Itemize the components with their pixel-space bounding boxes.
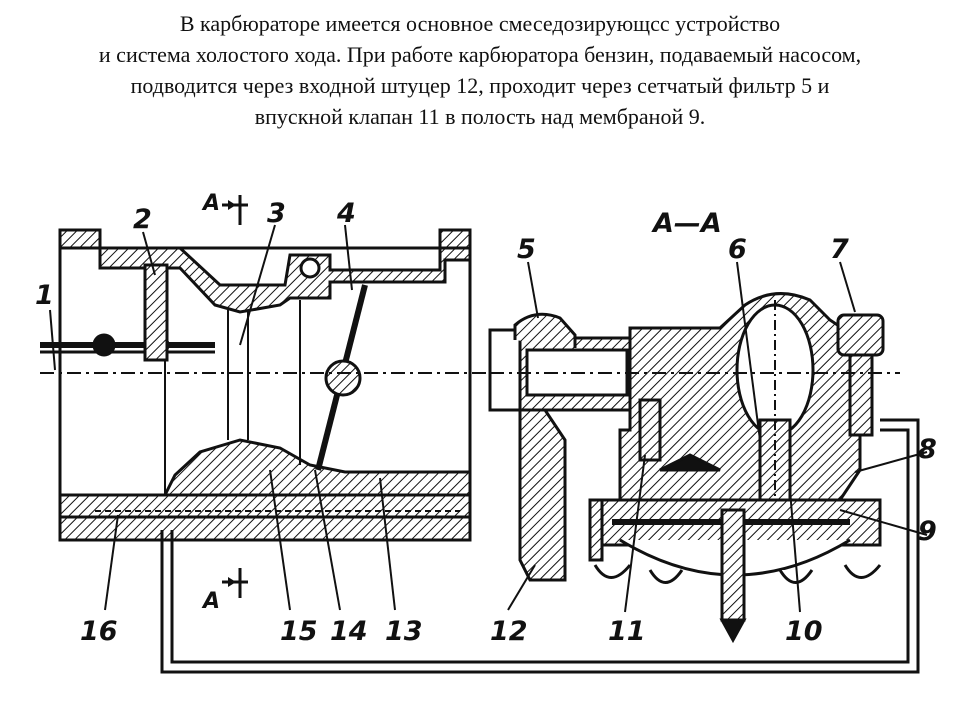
caption-text: В карбюраторе имеется основное смеседози… [0,8,960,132]
section-mark-top: А [201,191,220,216]
label-2: 2 [133,204,152,235]
bottom-base-wall [58,515,472,542]
label-3: 3 [267,198,286,229]
caption-line-4: впускной клапан 11 в полость над мембран… [254,104,706,129]
right-view [488,292,900,644]
section-title: А—А [651,208,722,239]
label-11: 11 [608,616,646,647]
label-13: 13 [385,616,423,647]
leader-lines [49,224,928,613]
label-4: 4 [336,198,356,229]
label-16: 16 [80,616,118,647]
caption-line-2: и система холостого хода. При работе кар… [98,42,862,67]
label-5: 5 [517,234,536,265]
caption-line-1: В карбюраторе имеется основное смеседози… [179,11,781,36]
label-1: 1 [35,280,54,311]
bottom-channel-wall [58,493,472,519]
label-8: 8 [918,434,937,465]
label-6: 6 [728,234,747,265]
label-12: 12 [490,616,528,647]
label-10: 10 [785,616,823,647]
label-7: 7 [830,234,849,265]
connecting-tube [160,418,920,674]
left-view [40,195,500,598]
label-14: 14 [330,616,368,647]
section-mark-bottom: А [201,589,220,614]
body-top-wall [58,228,472,314]
caption-line-3: подводится через входной штуцер 12, прох… [130,73,830,98]
label-9: 9 [918,516,937,547]
part-labels: 1 2 3 4 5 6 7 8 9 10 11 12 13 14 15 16 А… [35,191,937,647]
label-15: 15 [280,616,318,647]
